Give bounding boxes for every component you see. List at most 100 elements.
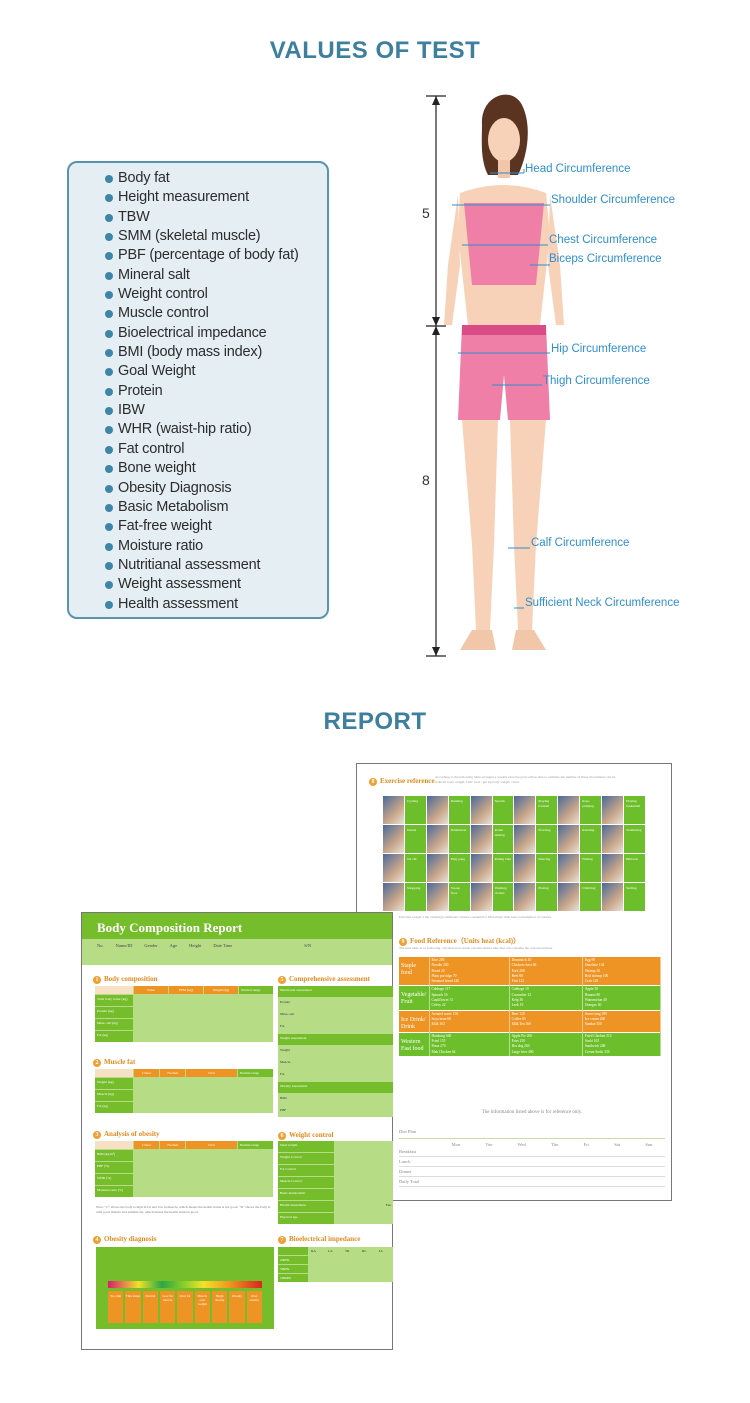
row-label: Mine- salt (kg): [95, 1019, 133, 1030]
row-label: Fat (kg): [95, 1102, 133, 1113]
bcr-field: Gender: [144, 943, 158, 948]
value-cell: [204, 995, 238, 1006]
food-item: Sundae 350: [584, 1022, 602, 1027]
assessment-row: Protein: [278, 998, 393, 1009]
exercise-note: According to the following table arrange…: [435, 775, 616, 784]
value-cell: [160, 1078, 186, 1089]
food-category: Ice Drink/ Drink: [399, 1010, 430, 1033]
exercise-photo: [602, 796, 624, 824]
value-cell: [160, 1186, 186, 1197]
value-cell: [237, 1186, 273, 1197]
frequency-label: 100kHz: [278, 1274, 308, 1282]
food-item: Egg 90: [584, 958, 596, 962]
value-cell: [326, 1274, 342, 1282]
exercise-photo: [558, 796, 580, 824]
test-item: Body fat: [105, 169, 327, 188]
food-item: Large fries 400: [511, 1049, 534, 1054]
weight-control-value: [335, 1141, 393, 1152]
test-item: Weight control: [105, 285, 327, 304]
upper-ratio: 5: [422, 205, 430, 221]
assessment-row: BMI: [278, 1094, 393, 1105]
row-label: WHR (%): [95, 1174, 133, 1185]
body-measurement-figure: 5 8 Head Circumference Shoulder Circumfe…: [400, 85, 750, 665]
assessment-row: PBF: [278, 1106, 393, 1117]
value-cell: [239, 1019, 273, 1030]
value-cell: [309, 1265, 325, 1273]
food-item: Boil shrimp 100: [584, 973, 609, 978]
bcr-field: Name/ID: [115, 943, 133, 948]
bcr-title: Body Composition Report: [82, 913, 392, 939]
label-thigh: Thigh Circumference: [543, 375, 650, 387]
diet-day: Fri: [583, 1142, 589, 1147]
exercise-photo: [602, 825, 624, 853]
row-label: BMI (kg/m²): [95, 1150, 133, 1161]
food-subtitle: The heat table is as following, calculat…: [399, 946, 554, 950]
food-item: Fried Chicken 312: [584, 1033, 612, 1038]
food-disclaimer: The information listed above is for refe…: [481, 1110, 583, 1115]
column-header: LL: [377, 1247, 393, 1255]
label-neck: Sufficient Neck Circumference: [525, 597, 680, 609]
food-item: Sushi 165: [584, 1038, 600, 1043]
obesity-level: Normal: [142, 1291, 158, 1323]
value-cell: [204, 1019, 238, 1030]
exercise-cell: Roller skating: [492, 825, 514, 853]
bcr-field: No.: [97, 943, 104, 948]
test-item: Bioelectrical impedance: [105, 324, 327, 343]
food-item: Banana 80: [584, 992, 601, 997]
value-cell: [134, 1090, 160, 1101]
column-header: RA: [309, 1247, 325, 1255]
food-item: Plain porridge 70: [431, 973, 457, 978]
food-item: Apple 50: [584, 987, 599, 992]
exercise-photo: [426, 883, 448, 911]
food-item: Hot dog 260: [511, 1044, 530, 1049]
food-item: Spinach 16: [431, 992, 448, 997]
exercise-photo: [470, 854, 492, 882]
exercise-cell: Washing clothes: [492, 883, 514, 911]
exercise-cell: Badminton: [448, 825, 470, 853]
row-label: Total body water (kg): [95, 995, 133, 1006]
value-cell: [343, 1265, 359, 1273]
food-item: Soya bean 60: [431, 1016, 451, 1021]
obesity-level: Over obesity: [246, 1291, 262, 1323]
value-cell: [343, 1274, 359, 1282]
test-item: Obesity Diagnosis: [105, 479, 327, 498]
test-item: TBW: [105, 208, 327, 227]
column-header: Over: [186, 1141, 237, 1149]
food-item: Hamburg 640: [431, 1033, 452, 1038]
food-item: Beer 120: [511, 1011, 525, 1016]
food-item: Drumstick 40: [511, 958, 532, 962]
column-header: Normal: [160, 1141, 186, 1149]
value-cell: [237, 1078, 273, 1089]
value-cell: [237, 1162, 273, 1173]
exercise-cell: Shopping: [404, 883, 426, 911]
food-item: Beef 80: [511, 973, 523, 978]
food-item: Oranges 50: [584, 1003, 602, 1008]
value-cell: [309, 1274, 325, 1282]
weight-control-row: Physical age: [278, 1213, 334, 1224]
assessment-row: Fat: [278, 1022, 393, 1033]
value-cell: [377, 1274, 393, 1282]
value-cell: [186, 1162, 237, 1173]
food-item: Crab 128: [584, 979, 599, 984]
food-item: Cabbage 117: [431, 987, 451, 992]
value-cell: [160, 1150, 186, 1161]
value-cell: [169, 1007, 203, 1018]
assessment-row: Weight: [278, 1046, 393, 1057]
exercise-photo: [558, 883, 580, 911]
food-category: Vegetable/ Fruit: [399, 985, 430, 1011]
exercise-cell: Fishing: [580, 854, 602, 882]
test-item: WHR (waist-hip ratio): [105, 420, 327, 439]
food-item: Fried 155: [431, 1038, 446, 1043]
diet-day: Sat: [614, 1142, 620, 1147]
